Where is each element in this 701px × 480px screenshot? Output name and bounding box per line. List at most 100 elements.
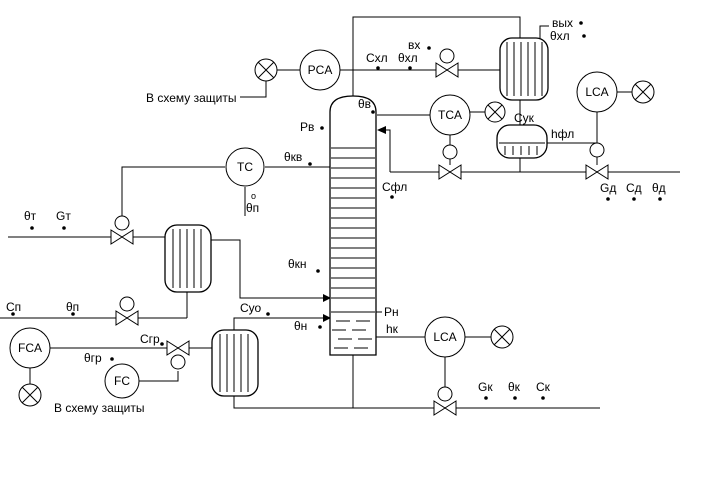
tc-instrument [225,147,265,187]
tca-tag: TCA [438,108,462,122]
setpoint-temp-label: θп [246,201,259,215]
vapor-return-arrow [323,314,331,322]
steam-valve [166,340,190,356]
feed-valve [115,310,139,326]
tc-control-line [121,166,225,216]
coolant-outlet-temp-label: θхл [550,29,570,43]
distillate-temp-label: θд [652,181,666,195]
measure-dot [320,126,324,130]
heating-temp-label: θт [24,209,37,223]
condenser [499,37,549,101]
reflux-riser [386,129,391,172]
feed-preheater [164,224,212,293]
coolant-valve [435,62,459,78]
drum-flow-label: Сук [514,111,535,125]
reflux-valve-actuator [442,144,458,160]
reboiler-vapor-line [233,317,323,330]
condenser-tubes [506,42,543,96]
pca-alarm-lamp-icon [254,58,278,82]
measure-dot [71,312,75,316]
lca-top-tag: LCA [585,85,608,99]
fc-control-line [139,371,179,382]
coolant-outlet-line [539,25,549,38]
bottoms-valve [433,400,457,416]
measure-dot [513,396,517,400]
measure-dot [316,269,320,273]
pca-tag: PCA [308,63,333,77]
reflux-arrow [377,126,386,134]
bottom-pressure-label: Рн [384,305,399,319]
measure-dot [11,312,15,316]
distillate-valve-actuator [589,142,605,158]
tca-alarm-lamp-icon [484,101,506,123]
bottom-level-label: hк [386,322,399,336]
reboiler [211,329,259,397]
feed-line [0,292,188,319]
lca-bottom-alarm-lamp-icon [490,325,514,349]
column-trays [331,147,375,299]
measure-dot [408,66,412,70]
reflux-flow-label: Сфл [382,180,407,194]
measure-dot [30,226,34,230]
feed-preheater-tubes [172,229,202,288]
feed-flow-label: Сп [6,300,21,314]
steam-temp-label: θгр [84,351,102,365]
measure-dot [390,195,394,199]
fca-alarm-lamp-icon [18,383,42,407]
measure-dot [582,34,586,38]
measure-dot [484,396,488,400]
bottoms-flow-label: Gк [478,380,493,394]
reflux-drum [496,124,548,159]
measure-dot [318,325,322,329]
lca-top-instrument [576,71,618,113]
protection-note-bottom: В схему защиты [54,401,144,415]
fca-tag: FCA [18,341,42,355]
fc-instrument [104,363,140,399]
measure-dot [579,21,583,25]
column-bottom-liquid [331,311,375,349]
measure-dot [110,357,114,361]
lca-top-alarm-lamp-icon [631,80,655,104]
feed-valve-actuator [119,296,135,312]
drum-level-label: hфл [551,127,574,141]
measure-dot [658,197,662,201]
measure-dot [266,312,270,316]
fca-instrument [9,327,51,369]
heating-flow-label: Gт [56,209,71,223]
steam-flow-label: Сгр [140,332,160,346]
measure-dot [62,226,66,230]
fc-tag: FC [114,374,130,388]
setpoint-sup-label: о [251,191,256,201]
coolant-temp-label: θхл [398,51,418,65]
measure-dot [376,66,380,70]
lca-bottom-tag: LCA [433,330,456,344]
bottoms-valve-actuator [437,386,453,402]
pca-instrument [299,49,341,91]
bottoms-conc-label: Ск [536,380,551,394]
vapor-line [352,16,521,97]
bottoms-line [233,355,600,409]
lca-bottom-instrument [424,316,466,358]
bottom-temp-label: θн [294,319,307,333]
protection-note-top: В схему защиты [146,91,236,105]
feed-arrow [323,294,331,302]
heating-valve [110,229,134,245]
coolant-flow-label: Схл [366,51,388,65]
reboiler-vapor-label: Суо [240,301,262,315]
measure-dot [308,162,312,166]
vapor-temp-label: θв [358,97,371,111]
feed-temp-label: θп [66,300,79,314]
heating-valve-actuator [114,215,130,231]
distillation-column [329,95,377,356]
coolant-valve-actuator [439,48,455,64]
measure-dot [606,197,610,201]
steam-valve-actuator [170,354,186,370]
tc-tag: TC [237,160,253,174]
measure-dot [541,396,545,400]
reboiler-tubes [219,334,249,392]
reflux-valve [438,164,462,180]
preheater-outlet-line [211,239,323,299]
measure-dot [427,46,431,50]
